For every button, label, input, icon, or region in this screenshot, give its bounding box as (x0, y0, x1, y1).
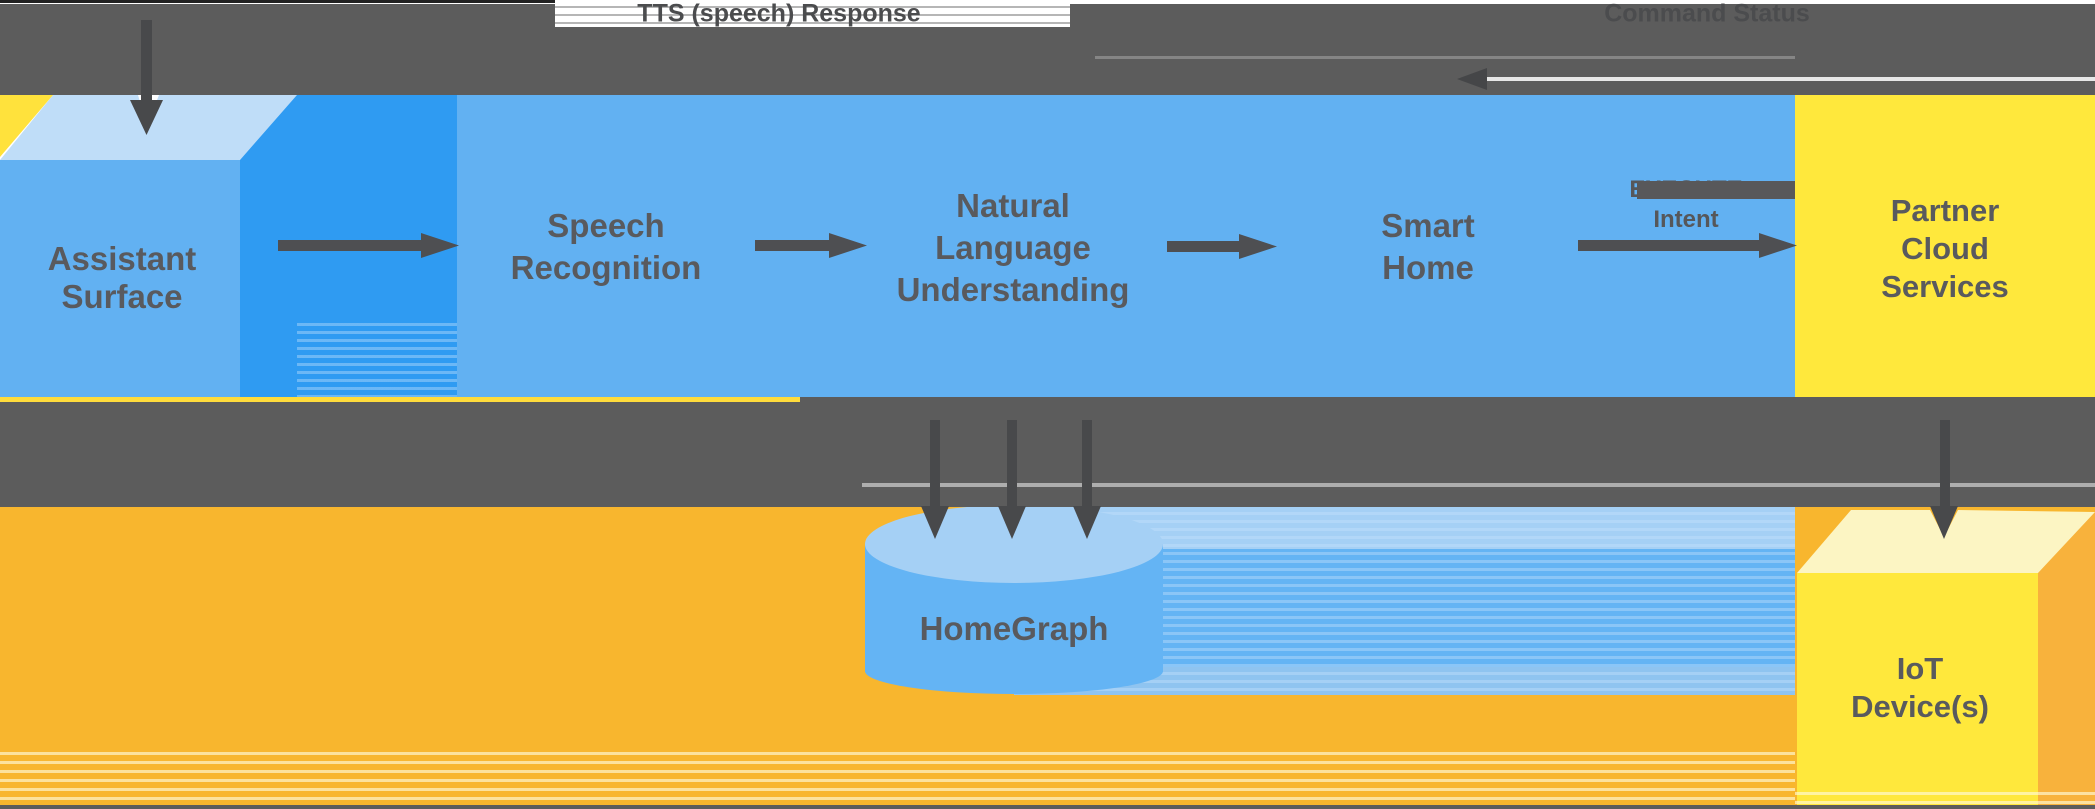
band-white-streak-line (862, 483, 2095, 487)
partner-cloud-services-box (1795, 95, 2095, 397)
cube-side-smear-streaks (297, 318, 457, 397)
assistant-cube-front-face (0, 160, 240, 397)
bottom-smear-streaks-left (0, 746, 1795, 806)
homegraph-cylinder-bottom (865, 648, 1163, 694)
arrow-into-homegraph-2-icon (1007, 420, 1017, 512)
tts-label-background (555, 0, 1070, 27)
arrow-into-homegraph-1-icon (930, 420, 940, 512)
partner-cloud-services-label: Partner Cloud Services (1881, 193, 2009, 304)
execute-label-occlusion-bar (1637, 181, 1795, 199)
iot-devices-label: IoT Device(s) (1851, 651, 1989, 724)
arrow-nlu-to-smarthome-icon (1167, 241, 1243, 252)
arrow-smarthome-to-partner-icon (1578, 240, 1763, 251)
tts-background-streaks (555, 0, 1070, 27)
top-dark-edge-line (0, 0, 578, 3)
google-assistant-block (457, 95, 1795, 397)
arrow-into-homegraph-3-icon (1082, 420, 1092, 512)
occlusion-band-lower (0, 397, 2095, 507)
assistant-surface-label: Assistant Surface (47, 240, 197, 315)
speech-recognition-label: Speech Recognition (510, 207, 702, 286)
arrow-assistant-to-speech-icon (278, 240, 423, 251)
smart-home-label: Smart Home (1381, 207, 1475, 286)
command-status-label: Command Status (1604, 0, 1810, 28)
arrow-into-assistant-icon (141, 20, 152, 105)
homegraph-label: HomeGraph (919, 610, 1109, 647)
iot-cube-front-face (1797, 573, 2038, 806)
bottom-smear-streaks-right (1795, 786, 2095, 806)
natural-language-understanding-label: Natural Language Understanding (896, 187, 1130, 308)
arrow-speech-to-nlu-icon (755, 240, 833, 251)
yellow-sliver-line (0, 397, 800, 402)
command-status-arrow-line (1485, 77, 2095, 81)
upper-band-faint-line (1095, 56, 1795, 59)
arrow-into-iot-icon (1940, 420, 1950, 508)
tts-response-label: TTS (speech) Response (637, 0, 921, 28)
bottom-edge-strip (0, 805, 2095, 809)
